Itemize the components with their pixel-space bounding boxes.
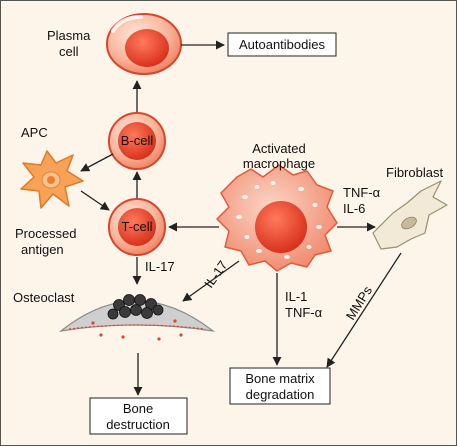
activated-macrophage-label-2: macrophage bbox=[243, 156, 315, 171]
il-17-tcell-label: IL-17 bbox=[145, 259, 175, 274]
t-cell-label: T-cell bbox=[121, 219, 152, 234]
activated-macrophage-label-1: Activated bbox=[252, 141, 305, 156]
bone-matrix-degradation-box bbox=[229, 367, 331, 405]
b-cell-label: B-cell bbox=[121, 133, 154, 148]
arrow-macrophage-to-osteoclast bbox=[182, 260, 240, 302]
fibroblast-cell bbox=[372, 180, 448, 250]
plasma-cell bbox=[106, 13, 182, 75]
bone-destruction-label-1: Bone bbox=[123, 401, 153, 416]
processed-antigen-label-2: antigen bbox=[21, 242, 64, 257]
activated-macrophage bbox=[216, 164, 338, 272]
b-cell bbox=[108, 112, 166, 170]
bone-destruction-box bbox=[89, 397, 188, 435]
il-6-label: IL-6 bbox=[343, 201, 365, 216]
arrow-apc-to-tcell bbox=[80, 190, 110, 211]
tnf-alpha-2-label: TNF-α bbox=[285, 305, 323, 320]
bone-matrix-label-1: Bone matrix bbox=[245, 371, 315, 386]
arrow-bcell-to-apc bbox=[80, 153, 114, 172]
bone-matrix-label-2: degradation bbox=[246, 387, 315, 402]
il-17-macrophage-label: IL-17 bbox=[201, 258, 230, 291]
apc-cell bbox=[20, 150, 84, 209]
il-1-label: IL-1 bbox=[285, 289, 307, 304]
mmps-label: MMPs bbox=[343, 283, 376, 323]
apc-label: APC bbox=[21, 125, 48, 140]
tnf-alpha-label: TNF-α bbox=[343, 185, 381, 200]
osteoclast-cell bbox=[58, 294, 216, 341]
bone-destruction-label-2: destruction bbox=[106, 417, 170, 432]
fibroblast-label: Fibroblast bbox=[386, 165, 443, 180]
plasma-cell-label-1: Plasma bbox=[47, 28, 91, 43]
autoantibodies-label: Autoantibodies bbox=[239, 37, 326, 52]
arrow-fibroblast-to-bone-matrix bbox=[326, 252, 402, 368]
osteoclast-label: Osteoclast bbox=[13, 290, 75, 305]
processed-antigen-label-1: Processed bbox=[15, 226, 76, 241]
plasma-cell-label-2: cell bbox=[59, 44, 79, 59]
autoantibodies-box bbox=[227, 32, 337, 57]
t-cell bbox=[108, 198, 166, 256]
